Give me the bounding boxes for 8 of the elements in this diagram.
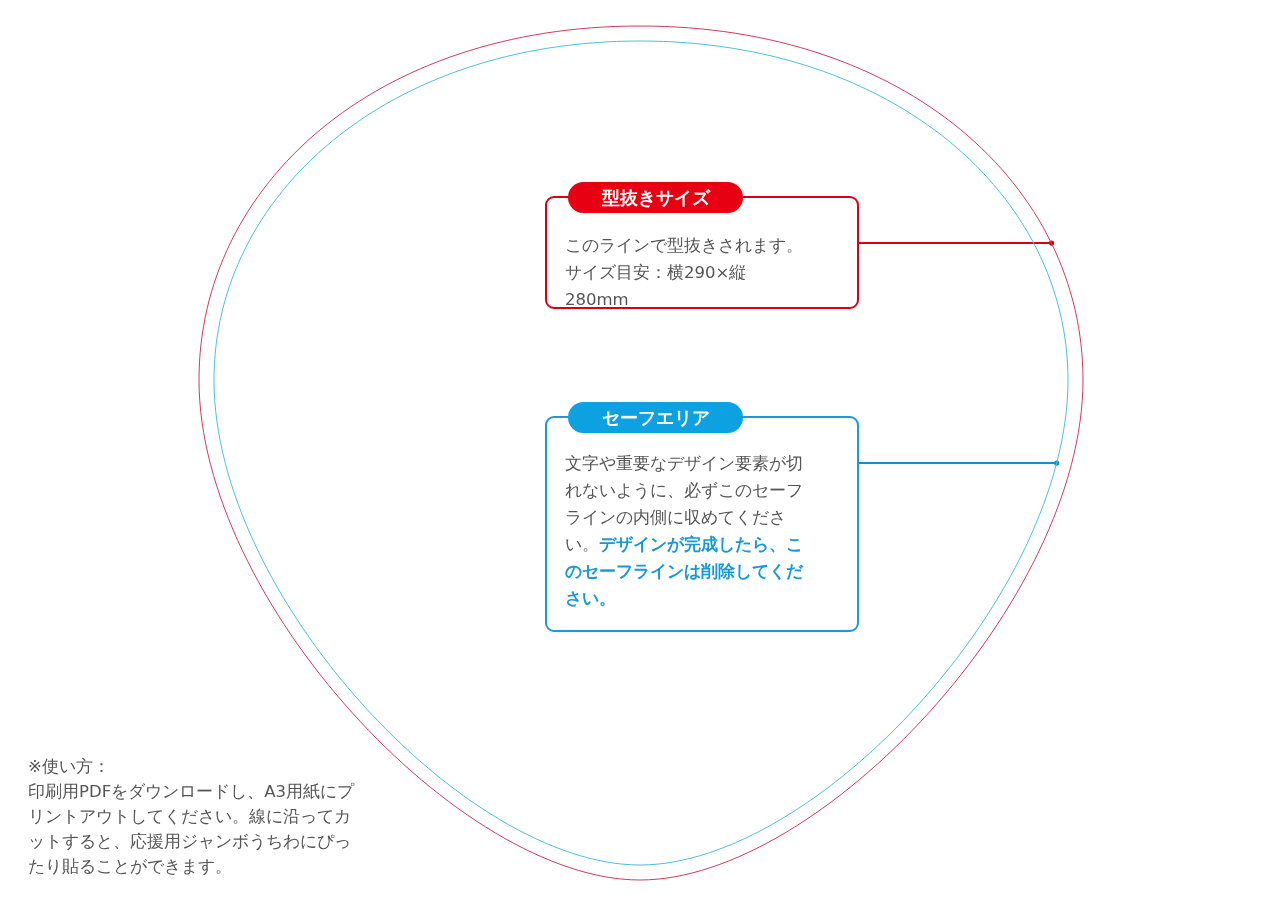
callout-heading-badge: セーフエリア: [568, 402, 743, 433]
callout-heading-badge: 型抜きサイズ: [568, 182, 743, 213]
callout-text: 文字や重要なデザイン要素が切れないように、必ずこのセーフラインの内側に収めてください。デザインが完成したら、このセーフラインは削除してください。: [565, 453, 804, 610]
callout-text: このラインで型抜きされます。サイズ目安：横290×縦280mm: [565, 235, 804, 311]
leader-line: [858, 240, 1055, 246]
note-heading: ※使い方：: [28, 756, 111, 778]
note-text: 印刷用PDFをダウンロードし、A3用紙にプリントアウトしてください。線に沿ってカットすると、応援用ジャンボうちわにぴったり貼ることができます。: [28, 781, 356, 878]
leader-line: [858, 460, 1060, 466]
